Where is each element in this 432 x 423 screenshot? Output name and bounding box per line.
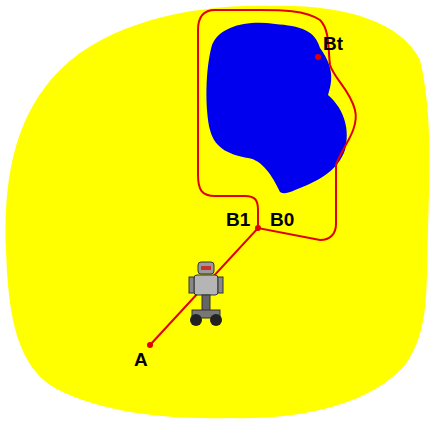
- point-b: [255, 225, 261, 231]
- point-label: A: [134, 350, 148, 369]
- point-a: [147, 342, 153, 348]
- point-bt: [315, 54, 321, 60]
- robot-icon: [189, 262, 223, 326]
- point-label: B0: [270, 210, 294, 229]
- robot-path: [150, 10, 356, 345]
- sand-region: [6, 6, 430, 418]
- lake: [206, 23, 346, 193]
- point-label: Bt: [323, 34, 343, 53]
- point-label: B1: [226, 210, 250, 229]
